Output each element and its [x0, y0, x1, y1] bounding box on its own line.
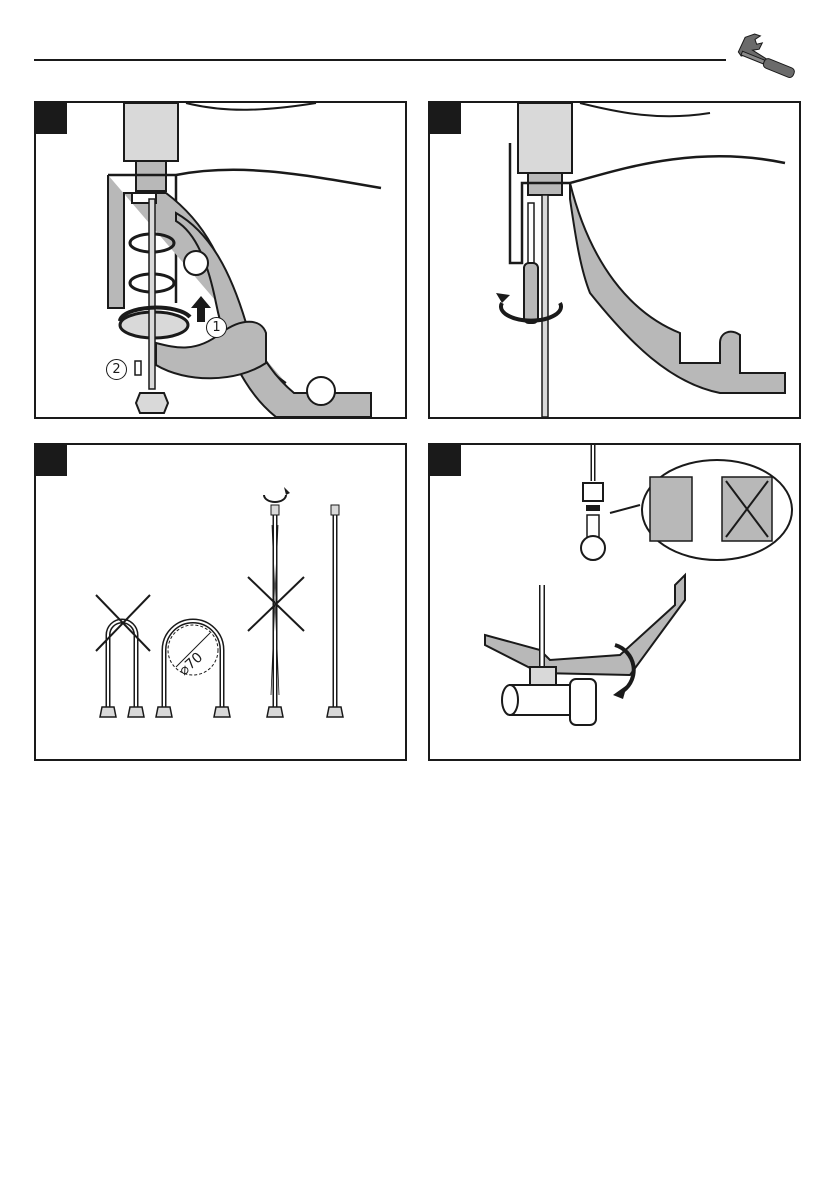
callout-1: 1 — [206, 317, 227, 338]
callout-2: 2 — [106, 359, 127, 380]
step-panel-4 — [428, 443, 801, 761]
step-panel-3: ⌀70 — [34, 443, 407, 761]
step-number-badge-3 — [36, 445, 67, 476]
header-rule — [34, 59, 726, 61]
step-number-badge-1 — [36, 103, 67, 134]
faucet-unmount-illustration — [36, 103, 405, 417]
wrench-screwdriver-icon — [736, 32, 804, 84]
screwdriver-loosen-illustration — [430, 103, 799, 417]
step-panel-2 — [428, 101, 801, 419]
hose-bending-rules-illustration — [36, 445, 405, 759]
hose-connection-illustration — [430, 445, 799, 759]
step-number-badge-2 — [430, 103, 461, 134]
step-number-badge-4 — [430, 445, 461, 476]
step-panel-1: 1 2 — [34, 101, 407, 419]
